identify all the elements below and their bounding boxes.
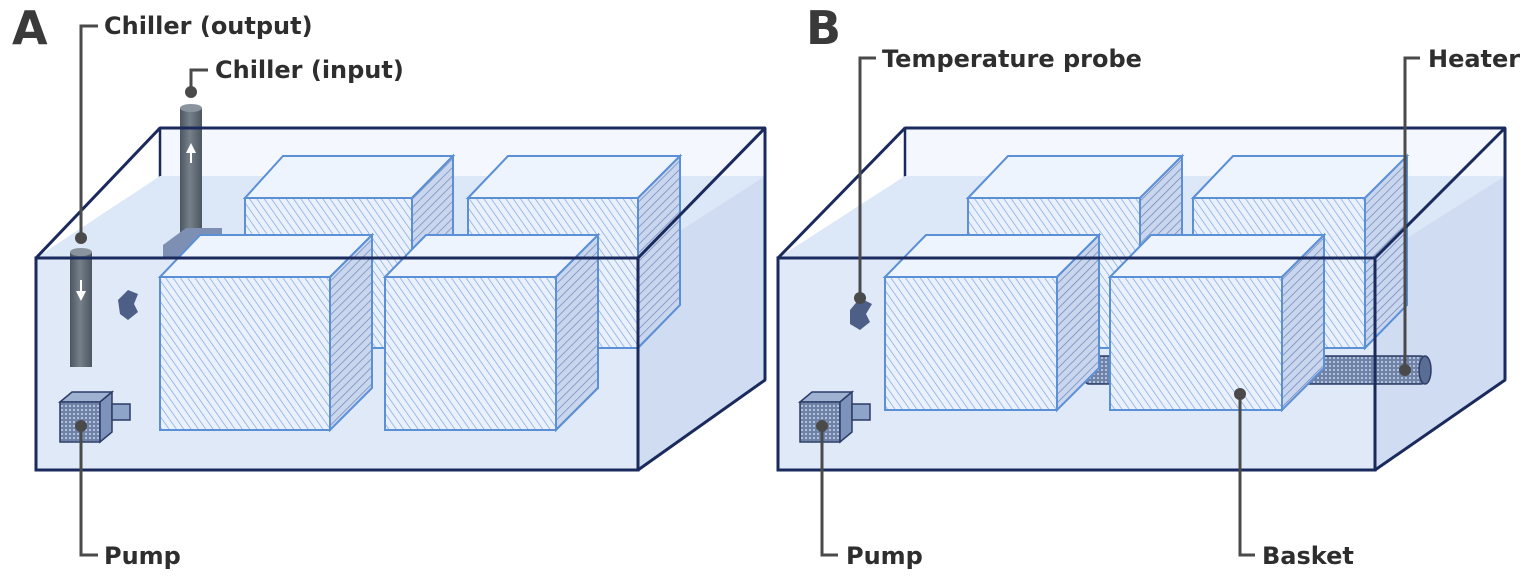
basket-a-front-left — [157, 232, 375, 433]
callout-basket: Basket — [1234, 388, 1354, 570]
small-fitting-a — [118, 290, 138, 320]
basket-b-front-left — [882, 232, 1102, 413]
label-heater: Heater — [1428, 45, 1520, 73]
callout-chiller-input: Chiller (input) — [185, 56, 404, 98]
tank-b-edges — [776, 126, 1507, 472]
panel-a: A — [12, 1, 767, 570]
label-temperature-probe: Temperature probe — [882, 45, 1142, 73]
label-chiller-input: Chiller (input) — [215, 56, 404, 84]
panel-a-letter: A — [12, 1, 48, 55]
panel-b-letter: B — [806, 1, 841, 55]
callout-chiller-output: Chiller (output) — [75, 12, 313, 244]
basket-a-front-right — [382, 232, 601, 433]
label-chiller-output: Chiller (output) — [104, 12, 313, 40]
label-pump-a: Pump — [104, 542, 181, 570]
basket-b-front-right — [1107, 232, 1327, 413]
callout-temperature-probe: Temperature probe — [854, 45, 1142, 304]
pump-b — [797, 390, 871, 444]
tank-a-edges — [34, 126, 767, 472]
callout-pump-a: Pump — [75, 420, 181, 570]
chiller-output-pipe — [70, 248, 92, 367]
panel-b: B — [776, 1, 1520, 570]
callout-heater: Heater — [1399, 45, 1520, 376]
label-pump-b: Pump — [846, 542, 923, 570]
label-basket: Basket — [1262, 542, 1354, 570]
temperature-probe — [850, 298, 872, 330]
callout-pump-b: Pump — [816, 420, 923, 570]
